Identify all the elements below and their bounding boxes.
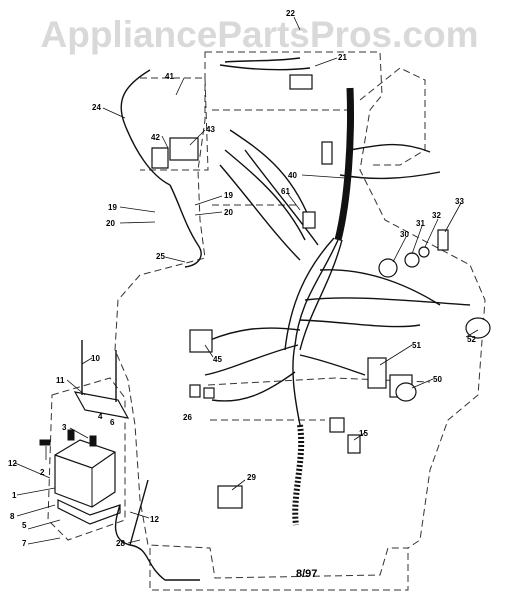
- callout-51: 51: [412, 341, 421, 350]
- callout-24: 24: [92, 103, 101, 112]
- callout-26: 26: [183, 413, 192, 422]
- callout-3: 3: [62, 423, 67, 432]
- leader-lines: [14, 16, 479, 545]
- callout-15: 15: [359, 429, 368, 438]
- components: [151, 74, 491, 509]
- callout-52: 52: [467, 335, 476, 344]
- callout-19-right: 19: [224, 191, 233, 200]
- callout-19-left: 19: [108, 203, 117, 212]
- callout-11: 11: [56, 376, 65, 385]
- callout-32: 32: [432, 211, 441, 220]
- callout-8: 8: [10, 512, 15, 521]
- callout-28: 28: [116, 539, 125, 548]
- callout-6-top: 6: [110, 418, 115, 427]
- callout-4: 4: [98, 412, 103, 421]
- callout-20-left: 20: [106, 219, 115, 228]
- callout-33: 33: [455, 197, 464, 206]
- callout-42: 42: [151, 133, 160, 142]
- callout-7: 7: [22, 539, 27, 548]
- callout-25: 25: [156, 252, 165, 261]
- callout-40: 40: [288, 171, 297, 180]
- date-code: 8/97: [296, 568, 317, 580]
- battery-group: [39, 340, 130, 541]
- callout-12-bottom: 12: [150, 515, 159, 524]
- callout-31: 31: [416, 219, 425, 228]
- callout-43: 43: [206, 125, 215, 134]
- callout-21: 21: [338, 53, 347, 62]
- callout-30: 30: [400, 230, 409, 239]
- callout-50: 50: [433, 375, 442, 384]
- callout-10: 10: [91, 354, 100, 363]
- callout-29: 29: [247, 473, 256, 482]
- callout-2: 2: [40, 468, 45, 477]
- callout-41: 41: [165, 72, 174, 81]
- callout-61: 61: [281, 187, 290, 196]
- wiring-harness: [114, 57, 471, 581]
- callout-45: 45: [213, 355, 222, 364]
- callout-labels: 22 21 41 24 42 43 40 61 19 20 19 20 25 3…: [8, 9, 476, 580]
- callout-22: 22: [286, 9, 295, 18]
- callout-12-left: 12: [8, 459, 17, 468]
- callout-1: 1: [12, 491, 17, 500]
- callout-20-right: 20: [224, 208, 233, 217]
- callout-5: 5: [22, 521, 27, 530]
